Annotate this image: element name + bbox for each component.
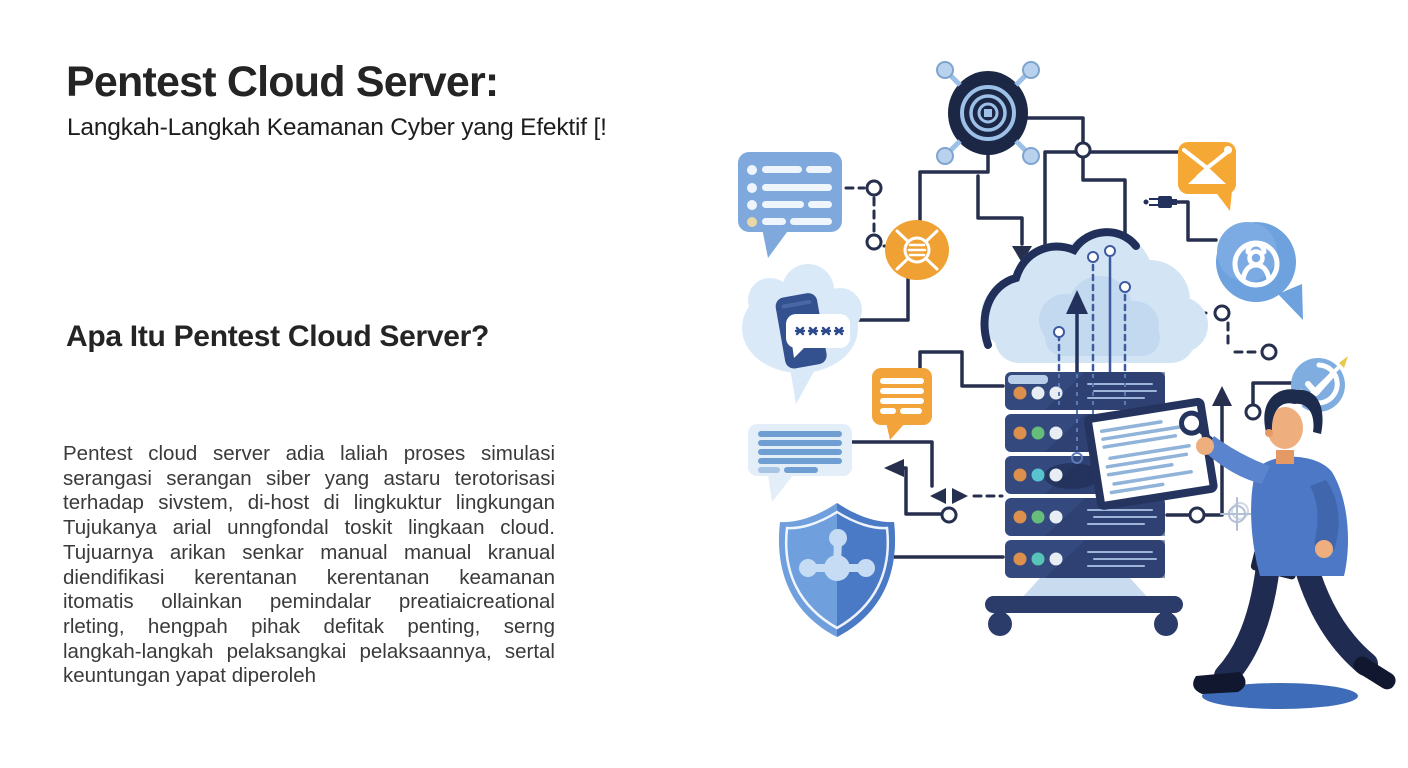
person-ear xyxy=(1265,429,1273,437)
network-glyph xyxy=(799,529,875,581)
person-shoe xyxy=(1193,672,1246,694)
paragraph-line: terhadap sivstem, di-host di lingkuktur … xyxy=(63,491,555,515)
note-bubble-icon xyxy=(872,368,932,440)
page-title: Pentest Cloud Server: xyxy=(66,58,499,106)
chat-list-bubble-icon xyxy=(738,152,842,258)
server-wheel xyxy=(1154,612,1178,636)
person-hand xyxy=(1315,540,1333,558)
audit-clipboard xyxy=(1084,397,1218,510)
paragraph-line: serangasi serangan siber yang astaru ter… xyxy=(63,466,555,490)
paragraph-line: Tujukanya arial unngfondal toskit lingka… xyxy=(63,516,555,540)
message-bubble-icon xyxy=(748,424,852,502)
connector-nodes xyxy=(865,141,1278,524)
paragraph-line: rleting, hengpah pihak defitak penting, … xyxy=(63,614,555,638)
password-asterisks xyxy=(794,326,845,336)
paragraph-line: keuntungan yapat diperoleh xyxy=(63,664,317,688)
upload-cloud-icon xyxy=(980,228,1208,363)
crosshair-sketch-icon xyxy=(1220,497,1254,531)
person-arm-pointing xyxy=(1205,436,1270,484)
paragraph-line: itomatis ollainkan pemindalar preatiaicr… xyxy=(63,590,555,614)
person-hair xyxy=(1264,389,1323,434)
upload-lines-overlay xyxy=(1058,374,1126,452)
analyst-person xyxy=(1193,389,1396,709)
connector-lines xyxy=(848,116,1295,559)
person-neck xyxy=(1276,450,1294,464)
person-hand xyxy=(1196,437,1214,455)
page-subtitle: Langkah-Langkah Keamanan Cyber yang Efek… xyxy=(67,114,607,141)
server-wheel xyxy=(988,612,1012,636)
connector-arrowheads xyxy=(884,246,1232,504)
email-alert-icon xyxy=(1178,142,1236,211)
bug-icon xyxy=(885,220,949,280)
illustration xyxy=(738,61,1396,709)
password-phone-icon xyxy=(742,264,862,404)
person-arm-holding xyxy=(1310,480,1339,550)
body-paragraph: Pentest cloud server adia laliah proses … xyxy=(63,442,555,689)
usb-plug-icon xyxy=(1143,196,1177,208)
malware-sphere-icon xyxy=(936,61,1040,165)
paragraph-line: diendifikasi kerentanan kerentanan keama… xyxy=(63,565,555,589)
magnifier-icon xyxy=(1179,410,1205,436)
person-head xyxy=(1267,407,1303,449)
section-heading: Apa Itu Pentest Cloud Server? xyxy=(66,320,490,353)
person-shoe xyxy=(1353,656,1396,690)
security-shield-icon xyxy=(778,503,896,637)
paragraph-line: Pentest cloud server adia laliah proses … xyxy=(63,442,555,465)
person-legs xyxy=(1214,554,1378,688)
paragraph-line: Tujuarnya arikan senkar manual manual kr… xyxy=(63,540,555,564)
privacy-lock-icon xyxy=(1216,222,1303,320)
paragraph-line: langkah-langkah pelaksangkai pelaksaanny… xyxy=(63,639,555,663)
server-stand xyxy=(1020,578,1150,600)
